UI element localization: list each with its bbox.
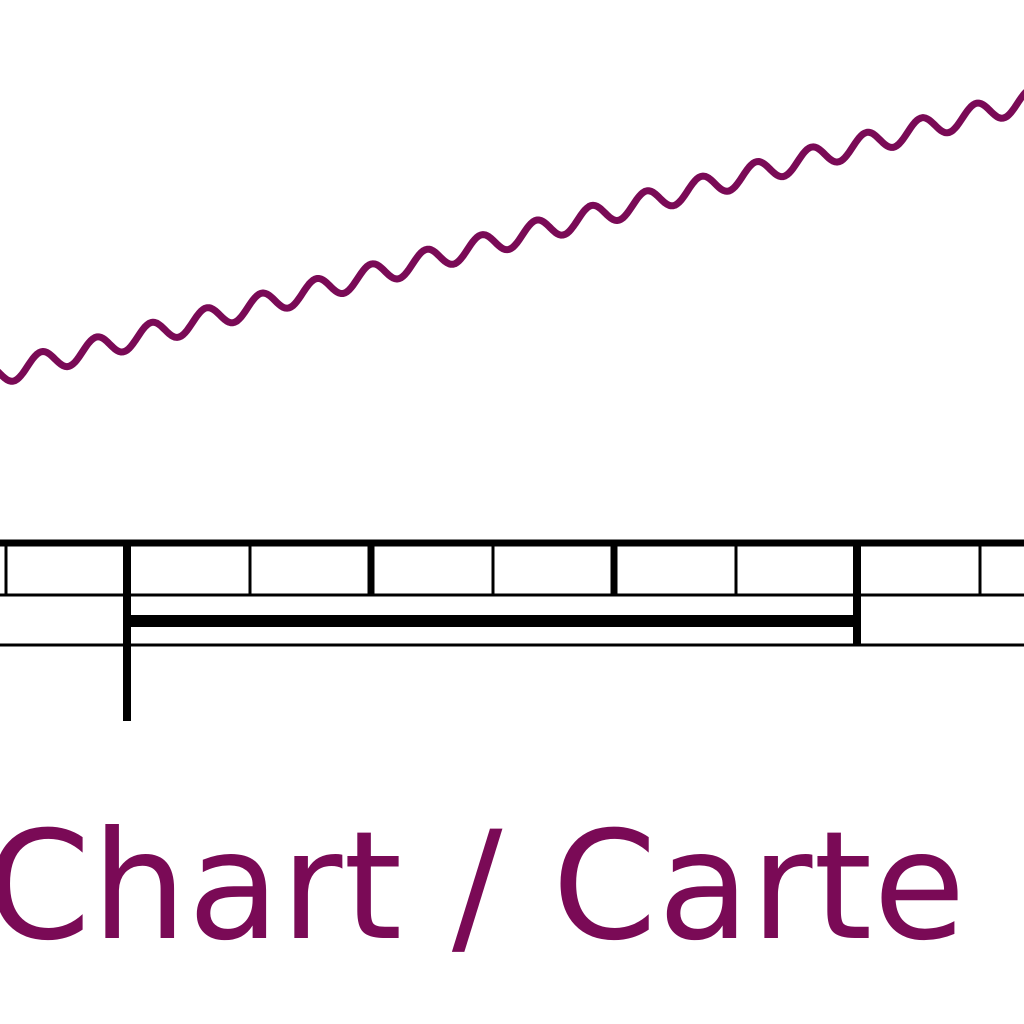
chart-reference-label: Chart / Carte adj xyxy=(0,800,1024,974)
scale-bar xyxy=(0,539,1024,721)
wavy-line xyxy=(0,89,1024,385)
